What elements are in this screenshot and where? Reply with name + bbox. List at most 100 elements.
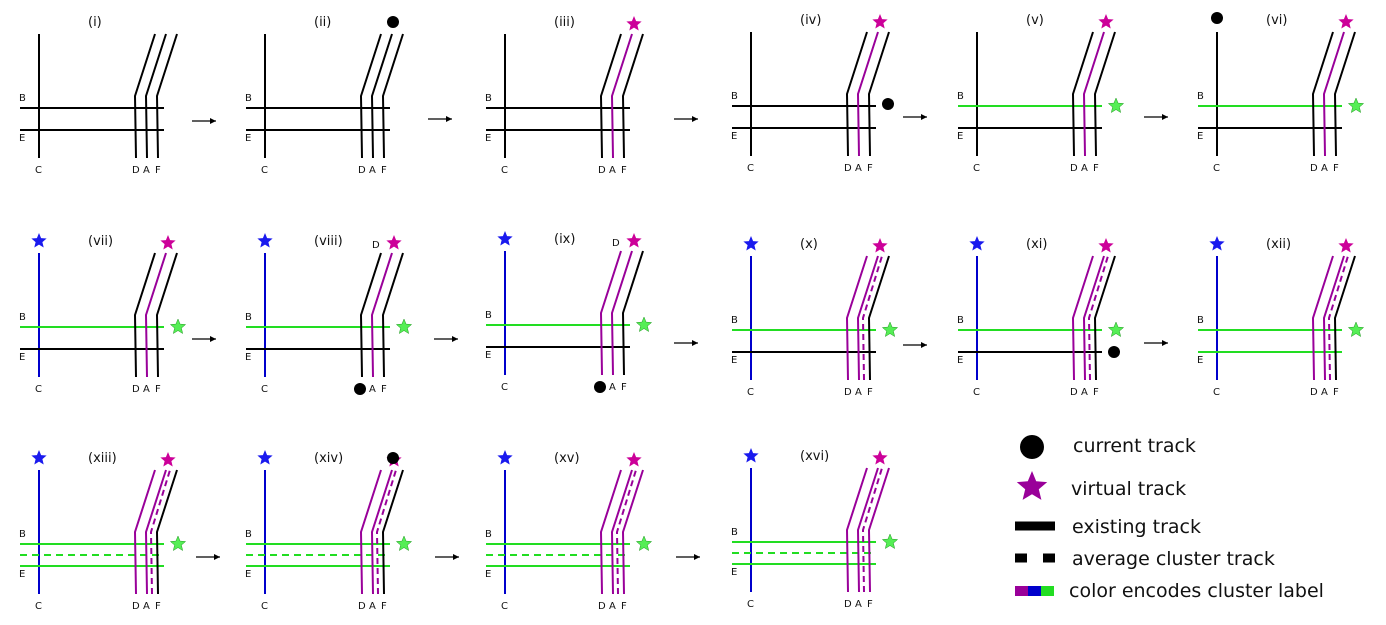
label-C: C <box>35 165 42 176</box>
panel-title: (xiii) <box>88 451 117 466</box>
label-A: A <box>1081 387 1088 398</box>
virtual-track-icon-green <box>1107 97 1125 114</box>
panel-title: (xiv) <box>314 451 343 466</box>
label-C: C <box>973 387 980 398</box>
label-F: F <box>867 387 873 398</box>
track-A <box>610 250 633 376</box>
average-cluster-track-A <box>615 469 637 595</box>
virtual-track-icon-blue <box>31 233 47 248</box>
current-track-icon <box>594 381 606 393</box>
track-F <box>621 250 644 376</box>
track-F <box>1333 255 1356 381</box>
label-D: D <box>844 163 852 174</box>
label-C: C <box>35 384 42 395</box>
label-C: C <box>747 599 754 610</box>
panel-title: (iii) <box>554 15 575 30</box>
label-F: F <box>1333 387 1339 398</box>
current-track-icon <box>1108 346 1120 358</box>
arrow-head-3 <box>921 114 927 120</box>
virtual-track-icon <box>1098 238 1114 253</box>
label-E: E <box>1197 131 1203 142</box>
label-A: A <box>855 163 862 174</box>
virtual-track-icon-green <box>881 321 899 338</box>
label-A: A <box>369 601 376 612</box>
label-A: A <box>1321 387 1328 398</box>
track-F <box>867 255 890 381</box>
label-B: B <box>485 529 492 540</box>
virtual-track-icon <box>160 452 176 467</box>
virtual-track-icon <box>386 235 402 250</box>
label-F: F <box>381 384 387 395</box>
track-F <box>1093 31 1116 157</box>
arrow-head-0 <box>210 118 216 124</box>
panel-title: (v) <box>1026 13 1044 28</box>
panel-title: (xi) <box>1026 237 1047 252</box>
label-E: E <box>731 131 737 142</box>
track-A <box>610 469 633 595</box>
virtual-track-icon-blue <box>969 236 985 251</box>
panel-ix: BECDAFD(ix) <box>485 231 653 393</box>
label-D: D <box>1310 163 1318 174</box>
track-F <box>155 469 178 595</box>
track-A <box>856 31 879 157</box>
track-A <box>610 33 633 159</box>
label-E: E <box>957 355 963 366</box>
current-track-icon <box>387 16 399 28</box>
label-F: F <box>621 165 627 176</box>
label-C: C <box>261 165 268 176</box>
arrows-group <box>192 114 1168 560</box>
label-B: B <box>485 310 492 321</box>
track-F <box>381 252 404 378</box>
label-B: B <box>957 315 964 326</box>
label-D: D <box>1070 387 1078 398</box>
label-A: A <box>855 387 862 398</box>
label-C: C <box>1213 163 1220 174</box>
arrow-head-12 <box>694 554 700 560</box>
virtual-track-icon-green <box>169 535 187 552</box>
label-C: C <box>501 601 508 612</box>
label-D: D <box>1070 163 1078 174</box>
track-A <box>370 33 393 159</box>
label-C: C <box>501 382 508 393</box>
label-A: A <box>1321 163 1328 174</box>
virtual-track-icon-blue <box>497 450 513 465</box>
average-cluster-track-A <box>1327 255 1349 381</box>
track-A <box>856 467 879 593</box>
label-C: C <box>261 601 268 612</box>
color-swatch-green <box>1041 586 1054 596</box>
track-A <box>1322 255 1345 381</box>
label-A: A <box>609 601 616 612</box>
label-D: D <box>844 387 852 398</box>
track-D <box>599 250 622 376</box>
track-D <box>133 469 156 595</box>
panel-title: (xv) <box>554 451 580 466</box>
track-D <box>845 31 868 157</box>
label-F: F <box>1333 163 1339 174</box>
label-D: D <box>132 165 140 176</box>
label-F: F <box>1093 163 1099 174</box>
panel-title: (ii) <box>314 15 331 30</box>
virtual-track-icon-blue <box>257 233 273 248</box>
track-A <box>370 469 393 595</box>
track-D <box>359 33 382 159</box>
track-D <box>359 469 382 595</box>
label-B: B <box>731 527 738 538</box>
label-B: B <box>19 312 26 323</box>
label-C: C <box>501 165 508 176</box>
track-D <box>1311 31 1334 157</box>
track-A <box>1322 31 1345 157</box>
label-D-top: D <box>612 238 620 249</box>
label-E: E <box>485 350 491 361</box>
label-F: F <box>1093 387 1099 398</box>
track-F <box>381 33 404 159</box>
track-D <box>1071 31 1094 157</box>
label-B: B <box>19 93 26 104</box>
label-D: D <box>358 601 366 612</box>
track-F <box>621 33 644 159</box>
